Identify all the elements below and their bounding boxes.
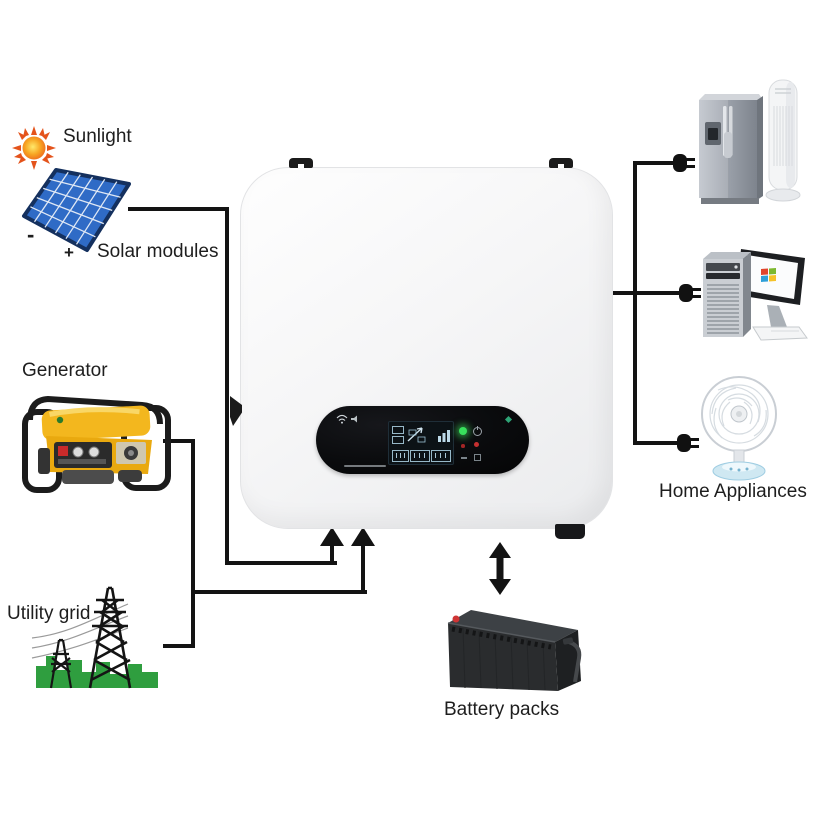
flow-arrow-glyph <box>407 427 426 443</box>
plug-icon-computer <box>679 284 701 302</box>
run-led <box>459 427 467 435</box>
battery-box-icon <box>447 610 582 691</box>
double-arrow-battery <box>489 542 511 595</box>
refrigerator-icon <box>699 94 763 204</box>
windows-logo <box>761 267 776 282</box>
speaker-icon <box>351 415 357 423</box>
desktop-computer-icon <box>703 249 808 341</box>
lcd-display <box>388 421 454 465</box>
solar-modules-label: Solar modules <box>97 241 219 262</box>
air-conditioner-icon <box>765 79 801 202</box>
sun-icon <box>12 126 56 170</box>
model-text <box>344 465 386 467</box>
wifi-icon <box>336 414 348 424</box>
plug-icon-fan <box>677 434 699 452</box>
battery-gauge-icon <box>438 430 450 442</box>
menu-icon <box>474 454 481 461</box>
alarm-led <box>474 442 479 447</box>
mounting-tab-right <box>549 158 573 168</box>
home-appliances-label: Home Appliances <box>659 481 807 502</box>
plug-icon-refrigerator <box>673 154 695 172</box>
mounting-tab-left <box>289 158 313 168</box>
panel-plus-terminal: + <box>64 243 74 262</box>
inverter-display-panel <box>316 406 529 474</box>
utility-grid-label: Utility grid <box>7 603 91 624</box>
brand-mark <box>504 415 513 424</box>
dash-mark <box>461 457 467 459</box>
inverter-unit <box>240 167 613 529</box>
battery-packs-label: Battery packs <box>444 699 560 720</box>
panel-minus-terminal: - <box>27 222 35 247</box>
power-icon <box>473 426 482 436</box>
generator-icon <box>22 395 171 493</box>
generator-label: Generator <box>22 360 108 381</box>
arrow-up-pv-input <box>320 527 344 546</box>
bottom-connector <box>555 524 585 539</box>
power-pylons-icon <box>31 586 158 689</box>
solar-panel-icon <box>22 168 131 252</box>
arrow-up-ac-input <box>351 527 375 546</box>
fault-led <box>461 444 465 448</box>
sunlight-label: Sunlight <box>63 126 132 147</box>
table-fan-icon <box>701 376 777 481</box>
